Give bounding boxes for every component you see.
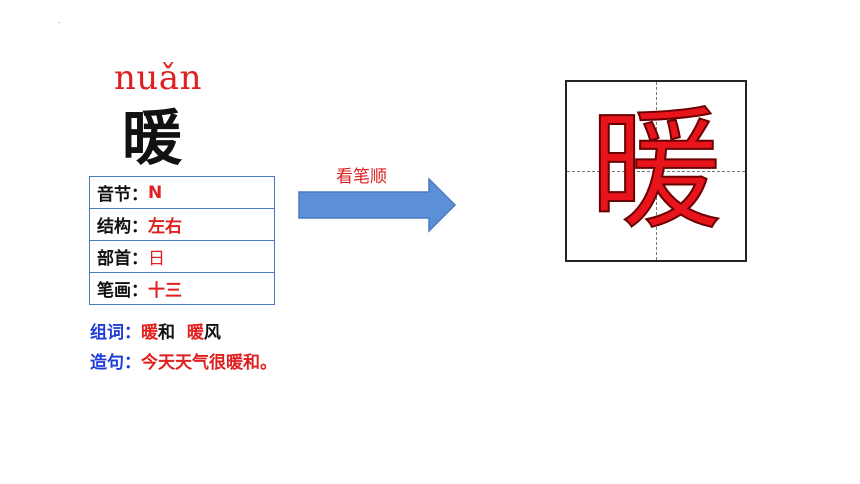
info-label: 部首：: [97, 249, 148, 269]
stroke-character: 暖: [589, 94, 723, 248]
word2-char: 暖: [186, 323, 204, 343]
grid-horizontal-guide: [567, 171, 745, 172]
word-section: 组词：暖和 暖风 造句：今天天气很暖和。: [90, 318, 277, 378]
info-value: N: [148, 182, 163, 203]
pinyin-label: nuǎn: [114, 58, 202, 98]
word2-rest: 风: [203, 323, 221, 343]
stroke-order-link[interactable]: 看笔顺: [336, 167, 387, 187]
info-label: 音节：: [97, 185, 148, 205]
info-row-strokes: 笔画： 十三: [89, 272, 275, 305]
info-row-radical: 部首： 日: [89, 240, 275, 273]
word-label: 组词：: [90, 323, 141, 343]
info-label: 结构：: [97, 217, 148, 237]
sentence-text: 今天天气很暖和。: [141, 353, 277, 373]
info-value: 十三: [148, 281, 182, 301]
info-value: 日: [148, 249, 165, 269]
info-value: 左右: [148, 217, 182, 237]
info-row-structure: 结构： 左右: [89, 208, 275, 241]
tianzige-grid: 暖: [565, 80, 747, 262]
info-label: 笔画：: [97, 281, 148, 301]
sentence-label: 造句：: [90, 353, 141, 373]
word1-char: 暖: [141, 323, 158, 343]
right-arrow-icon[interactable]: [298, 177, 458, 238]
main-character: 暖: [122, 104, 182, 174]
character-info-table: 音节： N 结构： 左右 部首： 日 笔画： 十三: [89, 176, 275, 305]
corner-dot: .: [58, 16, 61, 25]
sentence-line: 造句：今天天气很暖和。: [90, 348, 277, 378]
word-line: 组词：暖和 暖风: [90, 318, 277, 348]
info-row-syllable: 音节： N: [89, 176, 275, 209]
word1-rest: 和: [158, 323, 175, 343]
